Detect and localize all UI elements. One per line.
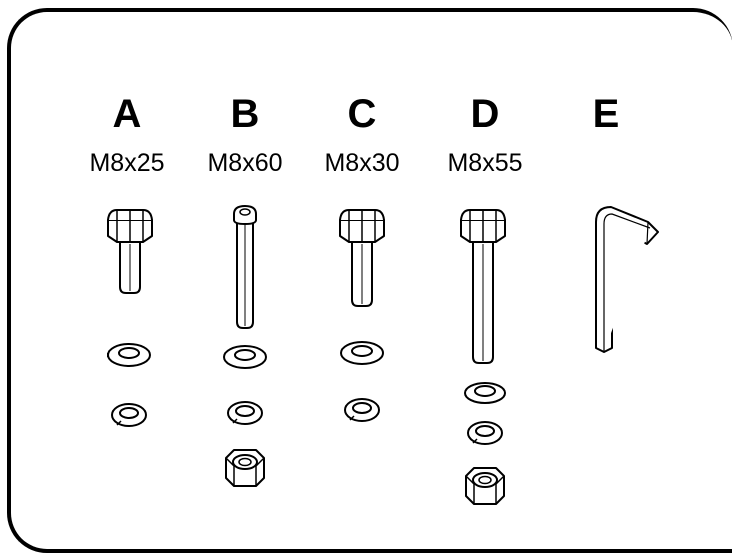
part-column-c: C M8x30 xyxy=(302,0,422,556)
part-letter-a: A xyxy=(112,92,142,136)
hex-bolt-icon xyxy=(460,209,506,364)
hex-bolt-icon xyxy=(339,209,385,307)
hex-nut-icon xyxy=(465,467,505,505)
spring-washer-icon xyxy=(344,398,380,422)
part-column-e: E xyxy=(546,0,666,556)
allen-key-icon xyxy=(595,206,659,353)
part-size-c: M8x30 xyxy=(324,149,400,177)
part-column-b: B M8x60 xyxy=(185,0,305,556)
flat-washer-icon xyxy=(223,345,267,369)
part-column-d: D M8x55 xyxy=(425,0,545,556)
socket-bolt-icon xyxy=(233,205,257,329)
flat-washer-icon xyxy=(464,382,506,404)
part-size-a: M8x25 xyxy=(89,149,165,177)
part-a-drawings xyxy=(107,209,153,427)
part-letter-b: B xyxy=(230,92,260,136)
part-letter-c: C xyxy=(347,92,377,136)
part-b-drawings xyxy=(223,205,267,487)
spring-washer-icon xyxy=(111,403,147,427)
hex-nut-icon xyxy=(225,449,265,487)
part-size-b: M8x60 xyxy=(207,149,283,177)
part-d-drawings xyxy=(460,209,506,505)
flat-washer-icon xyxy=(340,341,384,365)
part-c-drawings xyxy=(339,209,385,422)
parts-frame xyxy=(7,8,732,553)
part-e-drawings xyxy=(595,206,659,353)
part-column-a: A M8x25 xyxy=(67,0,187,556)
part-letter-e: E xyxy=(592,92,620,136)
hex-bolt-icon xyxy=(107,209,153,294)
spring-washer-icon xyxy=(467,421,503,445)
flat-washer-icon xyxy=(107,343,151,367)
part-letter-d: D xyxy=(470,92,500,136)
spring-washer-icon xyxy=(227,401,263,425)
part-size-d: M8x55 xyxy=(447,149,523,177)
